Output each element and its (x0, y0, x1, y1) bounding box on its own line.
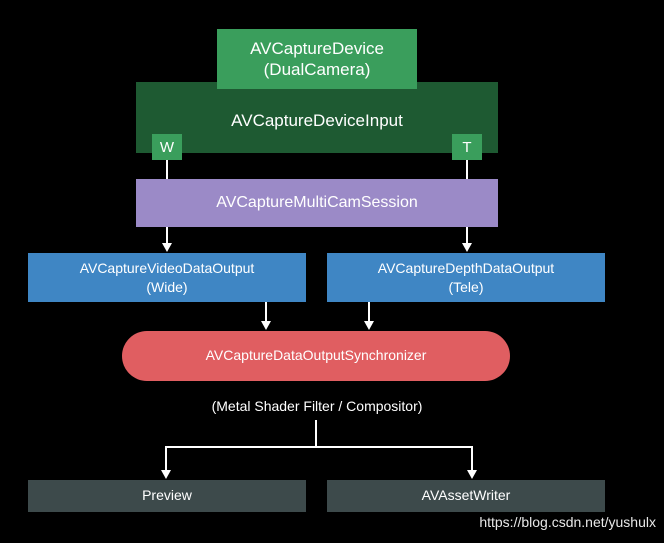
depth-data-output-subtitle: (Tele) (448, 278, 484, 295)
preview-label: Preview (142, 487, 192, 504)
arrowhead-session-to-video-output (162, 243, 172, 252)
video-data-output-subtitle: (Wide) (146, 278, 188, 295)
video-data-output-title: AVCaptureVideoDataOutput (79, 259, 255, 276)
arrowhead-session-to-depth-output (462, 243, 472, 252)
filter-compositor-note: (Metal Shader Filter / Compositor) (211, 398, 423, 414)
port-tele-label: T (462, 138, 472, 156)
capture-device-title: AVCaptureDevice (250, 38, 384, 58)
preview-node: Preview (28, 480, 306, 512)
capture-device-subtitle: (DualCamera) (263, 60, 371, 79)
asset-writer-node: AVAssetWriter (327, 480, 605, 512)
port-wide-badge: W (152, 134, 182, 160)
data-output-synchronizer-node: AVCaptureDataOutputSynchronizer (122, 331, 510, 381)
synchronizer-label: AVCaptureDataOutputSynchronizer (205, 347, 427, 364)
capture-device-input-label: AVCaptureDeviceInput (231, 110, 403, 130)
port-wide-label: W (159, 138, 175, 156)
port-tele-badge: T (452, 134, 482, 160)
multicam-session-node: AVCaptureMultiCamSession (136, 179, 498, 227)
depth-data-output-title: AVCaptureDepthDataOutput (377, 259, 555, 276)
multicam-session-label: AVCaptureMultiCamSession (216, 194, 418, 211)
capture-device-node: AVCaptureDevice (DualCamera) (217, 29, 417, 89)
arrowhead-to-asset-writer (467, 470, 477, 479)
video-data-output-node: AVCaptureVideoDataOutput (Wide) (28, 253, 306, 302)
arrowhead-depth-output-to-sync (364, 321, 374, 330)
watermark-url: https://blog.csdn.net/yushulx (479, 514, 656, 530)
arrowhead-video-output-to-sync (261, 321, 271, 330)
arrowhead-to-preview (161, 470, 171, 479)
depth-data-output-node: AVCaptureDepthDataOutput (Tele) (327, 253, 605, 302)
capture-device-input-node: AVCaptureDeviceInput (136, 82, 498, 153)
asset-writer-label: AVAssetWriter (421, 487, 511, 504)
